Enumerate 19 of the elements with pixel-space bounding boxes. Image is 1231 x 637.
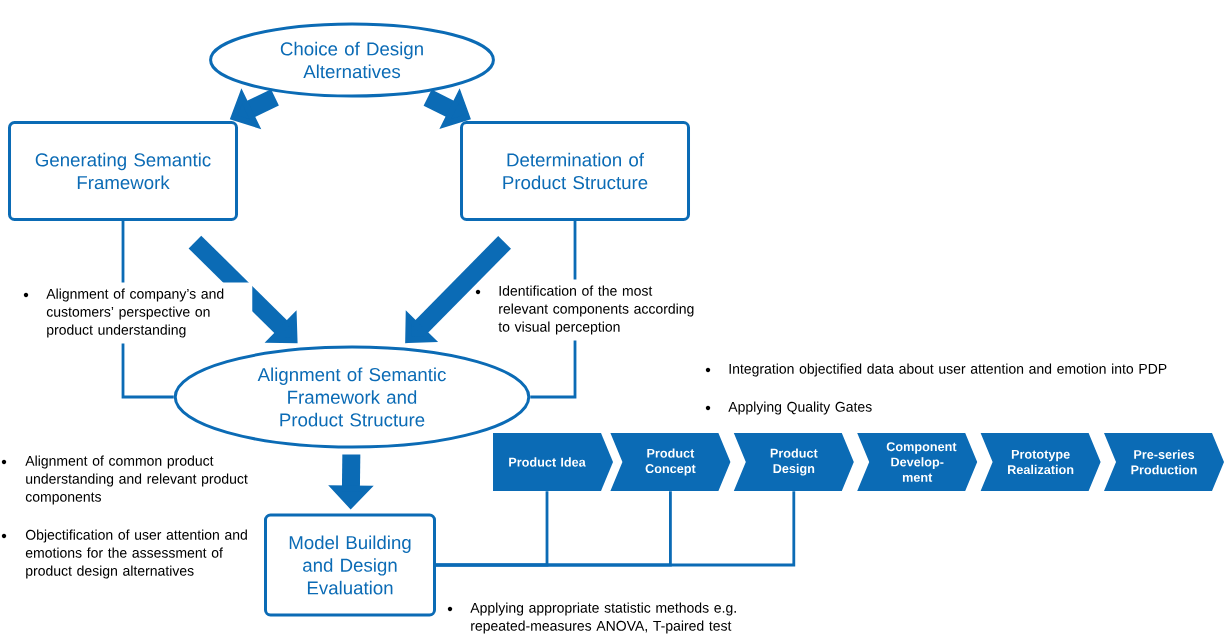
edge-label: Alignment of company’s and customers’ perspective on product understanding [40,282,253,344]
process-box: Determination of Product Structure [460,121,690,221]
stage-box: Prototype Realization [980,433,1101,491]
stage-box: Pre-series Production [1104,433,1224,491]
block-arrow [188,235,298,344]
connector-line [436,491,796,567]
bullet-text: Alignment of common product understanding and relevant product components [25,455,248,505]
block-arrow [405,236,511,344]
stage-box: Product Design [733,433,854,491]
stage-box: Product Concept [610,433,731,491]
bullet-text: Objectification of user attention and emotions for the assessment of product design alternatives [25,529,247,579]
process-box: Generating Semantic Framework [8,121,238,221]
bullet-text: Applying Quality Gates [728,401,872,415]
stage-box: Component Develop-ment [857,433,978,491]
bullet-text: Applying appropriate statistic methods e.g. repeated-measures ANOVA, T-paired test [470,602,736,634]
stage-box: Product Idea [493,433,613,491]
process-box: Model Building and Design Evaluation [264,513,436,617]
bullet-text: Integration objectified data about user attention and emotion into PDP [729,363,1167,377]
edge-label: Identification of the most relevant components according to visual perception [492,279,705,341]
